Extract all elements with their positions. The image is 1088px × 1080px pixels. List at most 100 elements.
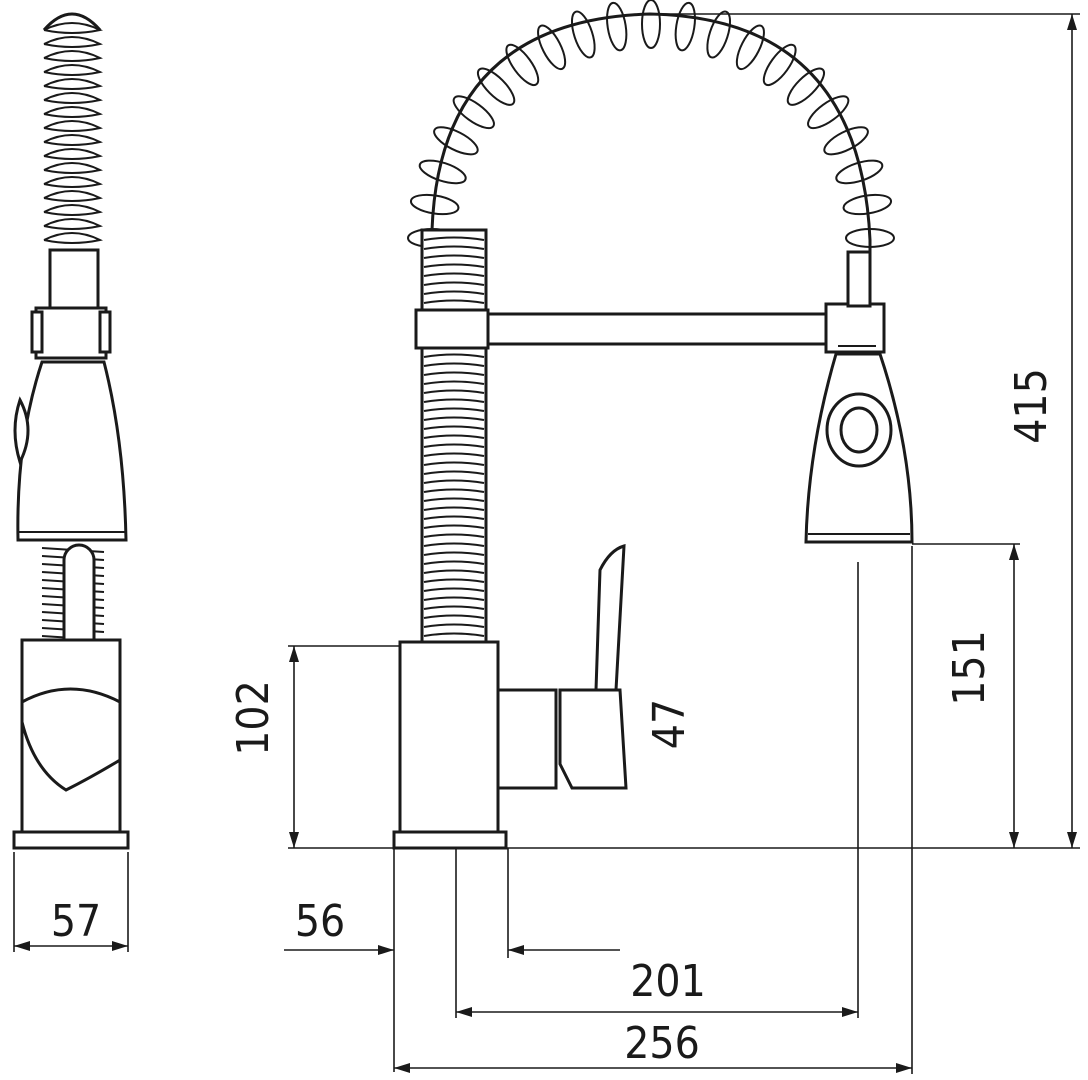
side-collar-nub-right [98,310,112,354]
side-coil-loop [43,204,103,216]
riser-collar [414,308,490,350]
dim-151-arrow-top [1009,544,1019,560]
dim-57: 57 [13,852,129,952]
dim-102-label: 102 [228,680,279,756]
dim-415-label: 415 [1006,368,1057,444]
front-view [392,0,914,850]
side-coil-loop [43,162,103,174]
side-lever-cap [20,687,122,792]
arch-coil-loop [537,24,567,71]
riser-coil-line [423,596,485,601]
riser-coil-line [423,290,485,295]
riser-coil-line [423,425,485,430]
dim-201-label: 201 [630,956,706,1007]
riser-coil-line [423,380,485,385]
side-coil-loop [43,134,103,146]
side-coil-loop [43,64,103,76]
side-view [12,12,130,850]
arch-coil-loop [418,159,467,185]
side-spring-coil [43,22,103,244]
side-coil-loop [43,232,103,244]
side-coil-loop [43,106,103,118]
riser-coil-line [423,281,485,286]
dim-56-arrow-right [508,945,524,955]
arch-coil-loop [452,95,495,130]
dim-151-label: 151 [944,630,995,706]
riser-coils [423,236,485,637]
riser-coil-line [423,470,485,475]
arch-coil-loop [606,1,628,52]
side-coil-loop [43,176,103,188]
arch-coil-loop [674,1,696,52]
riser-coil-line [423,578,485,583]
riser-coil-line [423,524,485,529]
arch-coil-loop [835,159,884,185]
side-spray-button [13,396,30,467]
arch-coil-loop [786,67,826,106]
arch-coil-loop [762,43,797,87]
dim-57-arrow-right [112,941,128,951]
lever-base[interactable] [558,688,628,790]
arch-hose-outer [430,12,872,316]
dim-201-arrow-left [456,1007,472,1017]
riser-coil-line [423,497,485,502]
side-coil-loop [43,148,103,160]
riser-coil-line [423,434,485,439]
riser-coil-line [423,506,485,511]
lever-handle[interactable] [594,543,626,692]
riser-coil-line [423,515,485,520]
dim-57-arrow-left [14,941,30,951]
side-collar-nub-left [30,310,44,354]
dim-151-arrow-bottom [1009,832,1019,848]
side-coil-loop [43,22,103,34]
arch-coil-loop [641,0,661,49]
riser-coil-line [423,560,485,565]
side-base-plate [12,830,130,850]
arch-coil-loop [842,193,893,216]
head-neck [846,250,872,308]
side-coil-loop [43,190,103,202]
dim-102: 102 [228,645,400,849]
riser-coil-line [423,443,485,448]
riser-coil-line [423,605,485,610]
dim-151: 151 [506,543,1080,849]
riser-coil-line [423,299,485,304]
arch-coil-loop [570,10,596,59]
side-spray-head [16,360,128,542]
riser-coil-line [423,461,485,466]
dim-201-arrow-right [842,1007,858,1017]
dim-56-label: 56 [295,896,345,947]
riser-coil-line [423,272,485,277]
arch-coil-loop [823,126,869,156]
arch-coil-loop [433,126,479,156]
riser-tube [420,228,488,648]
side-stem-upper [48,248,100,312]
arch-coil-loop [807,95,850,130]
riser-coil-line [423,263,485,268]
riser-coil-line [423,623,485,628]
dim-102-arrow-top [289,646,299,662]
dim-256-arrow-left [394,1063,410,1073]
riser-coil-line [423,569,485,574]
riser-coil-line [423,407,485,412]
riser-coil-line [423,245,485,250]
arch-coil-loop [706,10,732,59]
faucet-body [398,640,500,834]
dim-415-arrow-top [1067,14,1077,30]
dim-102-arrow-bottom [289,832,299,848]
side-coil-loop [43,78,103,90]
riser-coil-line [423,353,485,358]
riser-coil-line [423,416,485,421]
spray-button-inner[interactable] [839,406,879,454]
riser-coil-line [423,362,485,367]
riser-coil-line [423,587,485,592]
riser-coil-line [423,533,485,538]
riser-coil-line [423,479,485,484]
lever-hub [496,688,558,790]
side-coil-loop [43,92,103,104]
dim-256: 256 [394,546,913,1074]
riser-coil-line [423,254,485,259]
base-plate [392,830,508,850]
side-coil-loop [43,218,103,230]
